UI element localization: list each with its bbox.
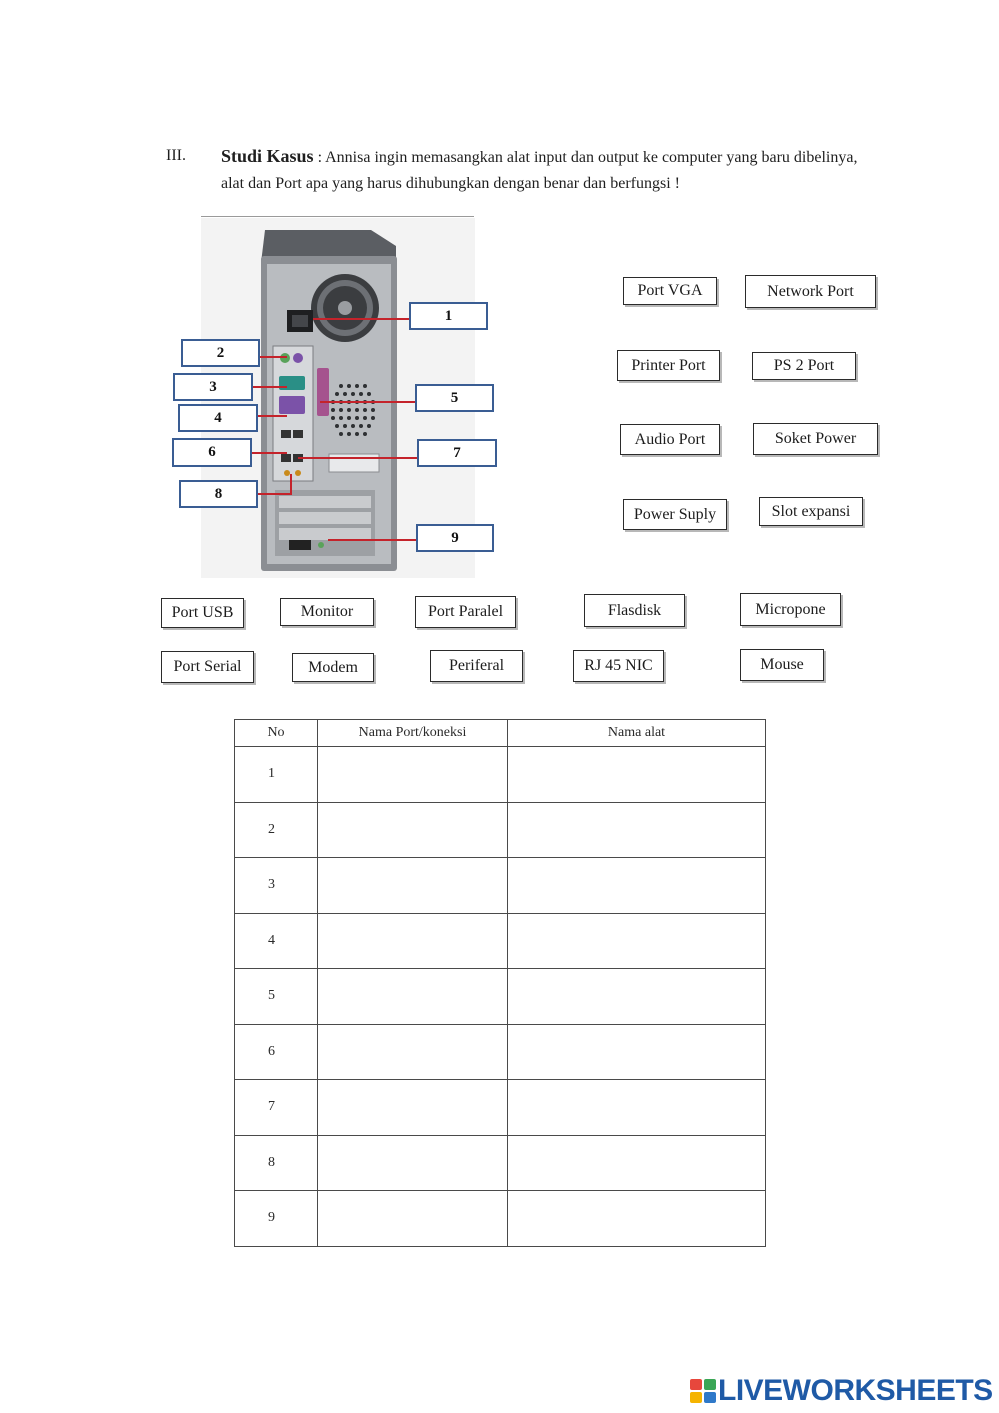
row-number: 1 (234, 746, 318, 803)
device-answer-cell[interactable] (507, 801, 766, 858)
port-answer-cell[interactable] (317, 746, 508, 803)
row-number: 3 (234, 857, 318, 914)
row-number: 9 (234, 1190, 318, 1247)
question-title: Studi Kasus (221, 146, 314, 166)
callout-8: 8 (179, 480, 258, 508)
row-number: 5 (234, 968, 318, 1025)
callout-3: 3 (173, 373, 253, 401)
option-mouse[interactable]: Mouse (740, 649, 824, 681)
row-number: 7 (234, 1079, 318, 1136)
leader-line-4 (258, 415, 287, 417)
port-answer-cell[interactable] (317, 968, 508, 1025)
callout-5: 5 (415, 384, 494, 412)
port-answer-cell[interactable] (317, 1023, 508, 1080)
callout-9: 9 (416, 524, 494, 552)
option-periferal[interactable]: Periferal (430, 650, 523, 682)
device-answer-cell[interactable] (507, 1079, 766, 1136)
device-answer-cell[interactable] (507, 912, 766, 969)
leader-line-8 (258, 493, 292, 495)
liveworksheets-logo-icon (690, 1379, 716, 1403)
leader-line-6 (252, 452, 287, 454)
option-rj45-nic[interactable]: RJ 45 NIC (573, 650, 664, 682)
device-answer-cell[interactable] (507, 1134, 766, 1191)
option-port-vga[interactable]: Port VGA (623, 277, 717, 305)
option-port-serial[interactable]: Port Serial (161, 651, 254, 683)
device-answer-cell[interactable] (507, 968, 766, 1025)
callout-2: 2 (181, 339, 260, 367)
header-nama-port: Nama Port/koneksi (317, 719, 508, 747)
option-network-port[interactable]: Network Port (745, 275, 876, 308)
leader-line-5 (320, 401, 415, 403)
option-ps2-port[interactable]: PS 2 Port (752, 352, 856, 380)
computer-back-photo (201, 218, 475, 578)
option-slot-expansi[interactable]: Slot expansi (759, 497, 863, 526)
brand-name: LIVEWORKSHEETS (718, 1374, 993, 1407)
table-row: 4 (234, 912, 766, 969)
table-row: 1 (234, 746, 766, 803)
table-row: 8 (234, 1134, 766, 1191)
table-row: 6 (234, 1023, 766, 1080)
device-answer-cell[interactable] (507, 1023, 766, 1080)
option-power-suply[interactable]: Power Suply (623, 499, 727, 530)
option-audio-port[interactable]: Audio Port (620, 424, 720, 455)
table-row: 5 (234, 968, 766, 1025)
port-answer-cell[interactable] (317, 1190, 508, 1247)
row-number: 2 (234, 801, 318, 858)
callout-6: 6 (172, 438, 252, 467)
logo-square-red (690, 1379, 702, 1390)
question-text: Studi Kasus : Annisa ingin memasangkan a… (221, 143, 861, 197)
leader-line-7 (298, 457, 417, 459)
device-answer-cell[interactable] (507, 857, 766, 914)
option-flasdisk[interactable]: Flasdisk (584, 594, 685, 627)
callout-7: 7 (417, 439, 497, 467)
device-answer-cell[interactable] (507, 1190, 766, 1247)
liveworksheets-brand[interactable]: LIVEWORKSHEETS (690, 1374, 993, 1408)
table-header-row: No Nama Port/koneksi Nama alat (234, 719, 766, 747)
leader-line-9 (328, 539, 416, 541)
table-row: 9 (234, 1190, 766, 1247)
port-answer-cell[interactable] (317, 1079, 508, 1136)
port-answer-cell[interactable] (317, 857, 508, 914)
header-no: No (234, 719, 318, 747)
option-monitor[interactable]: Monitor (280, 598, 374, 626)
port-answer-cell[interactable] (317, 801, 508, 858)
leader-line-8-vertical (290, 474, 292, 494)
port-answer-cell[interactable] (317, 1134, 508, 1191)
port-answer-cell[interactable] (317, 912, 508, 969)
question-number: III. (166, 147, 186, 164)
table-row: 7 (234, 1079, 766, 1136)
leader-line-2 (260, 356, 287, 358)
table-row: 2 (234, 801, 766, 858)
computer-case-illustration (261, 230, 397, 571)
answer-table: No Nama Port/koneksi Nama alat 1 2 3 4 5… (234, 719, 766, 1247)
table-row: 3 (234, 857, 766, 914)
device-answer-cell[interactable] (507, 746, 766, 803)
row-number: 6 (234, 1023, 318, 1080)
option-printer-port[interactable]: Printer Port (617, 350, 720, 381)
row-number: 4 (234, 912, 318, 969)
callout-4: 4 (178, 404, 258, 432)
question-body: : Annisa ingin memasangkan alat input da… (221, 149, 858, 192)
logo-square-green (704, 1379, 716, 1390)
option-micropone[interactable]: Micropone (740, 593, 841, 626)
header-nama-alat: Nama alat (507, 719, 766, 747)
leader-line-1 (313, 318, 409, 320)
logo-square-yellow (690, 1392, 702, 1403)
photo-top-rule (201, 216, 474, 217)
leader-line-3 (253, 386, 287, 388)
row-number: 8 (234, 1134, 318, 1191)
option-port-usb[interactable]: Port USB (161, 598, 244, 628)
option-soket-power[interactable]: Soket Power (753, 423, 878, 455)
logo-square-blue (704, 1392, 716, 1403)
callout-1: 1 (409, 302, 488, 330)
option-modem[interactable]: Modem (292, 653, 374, 682)
option-port-paralel[interactable]: Port Paralel (415, 596, 516, 628)
